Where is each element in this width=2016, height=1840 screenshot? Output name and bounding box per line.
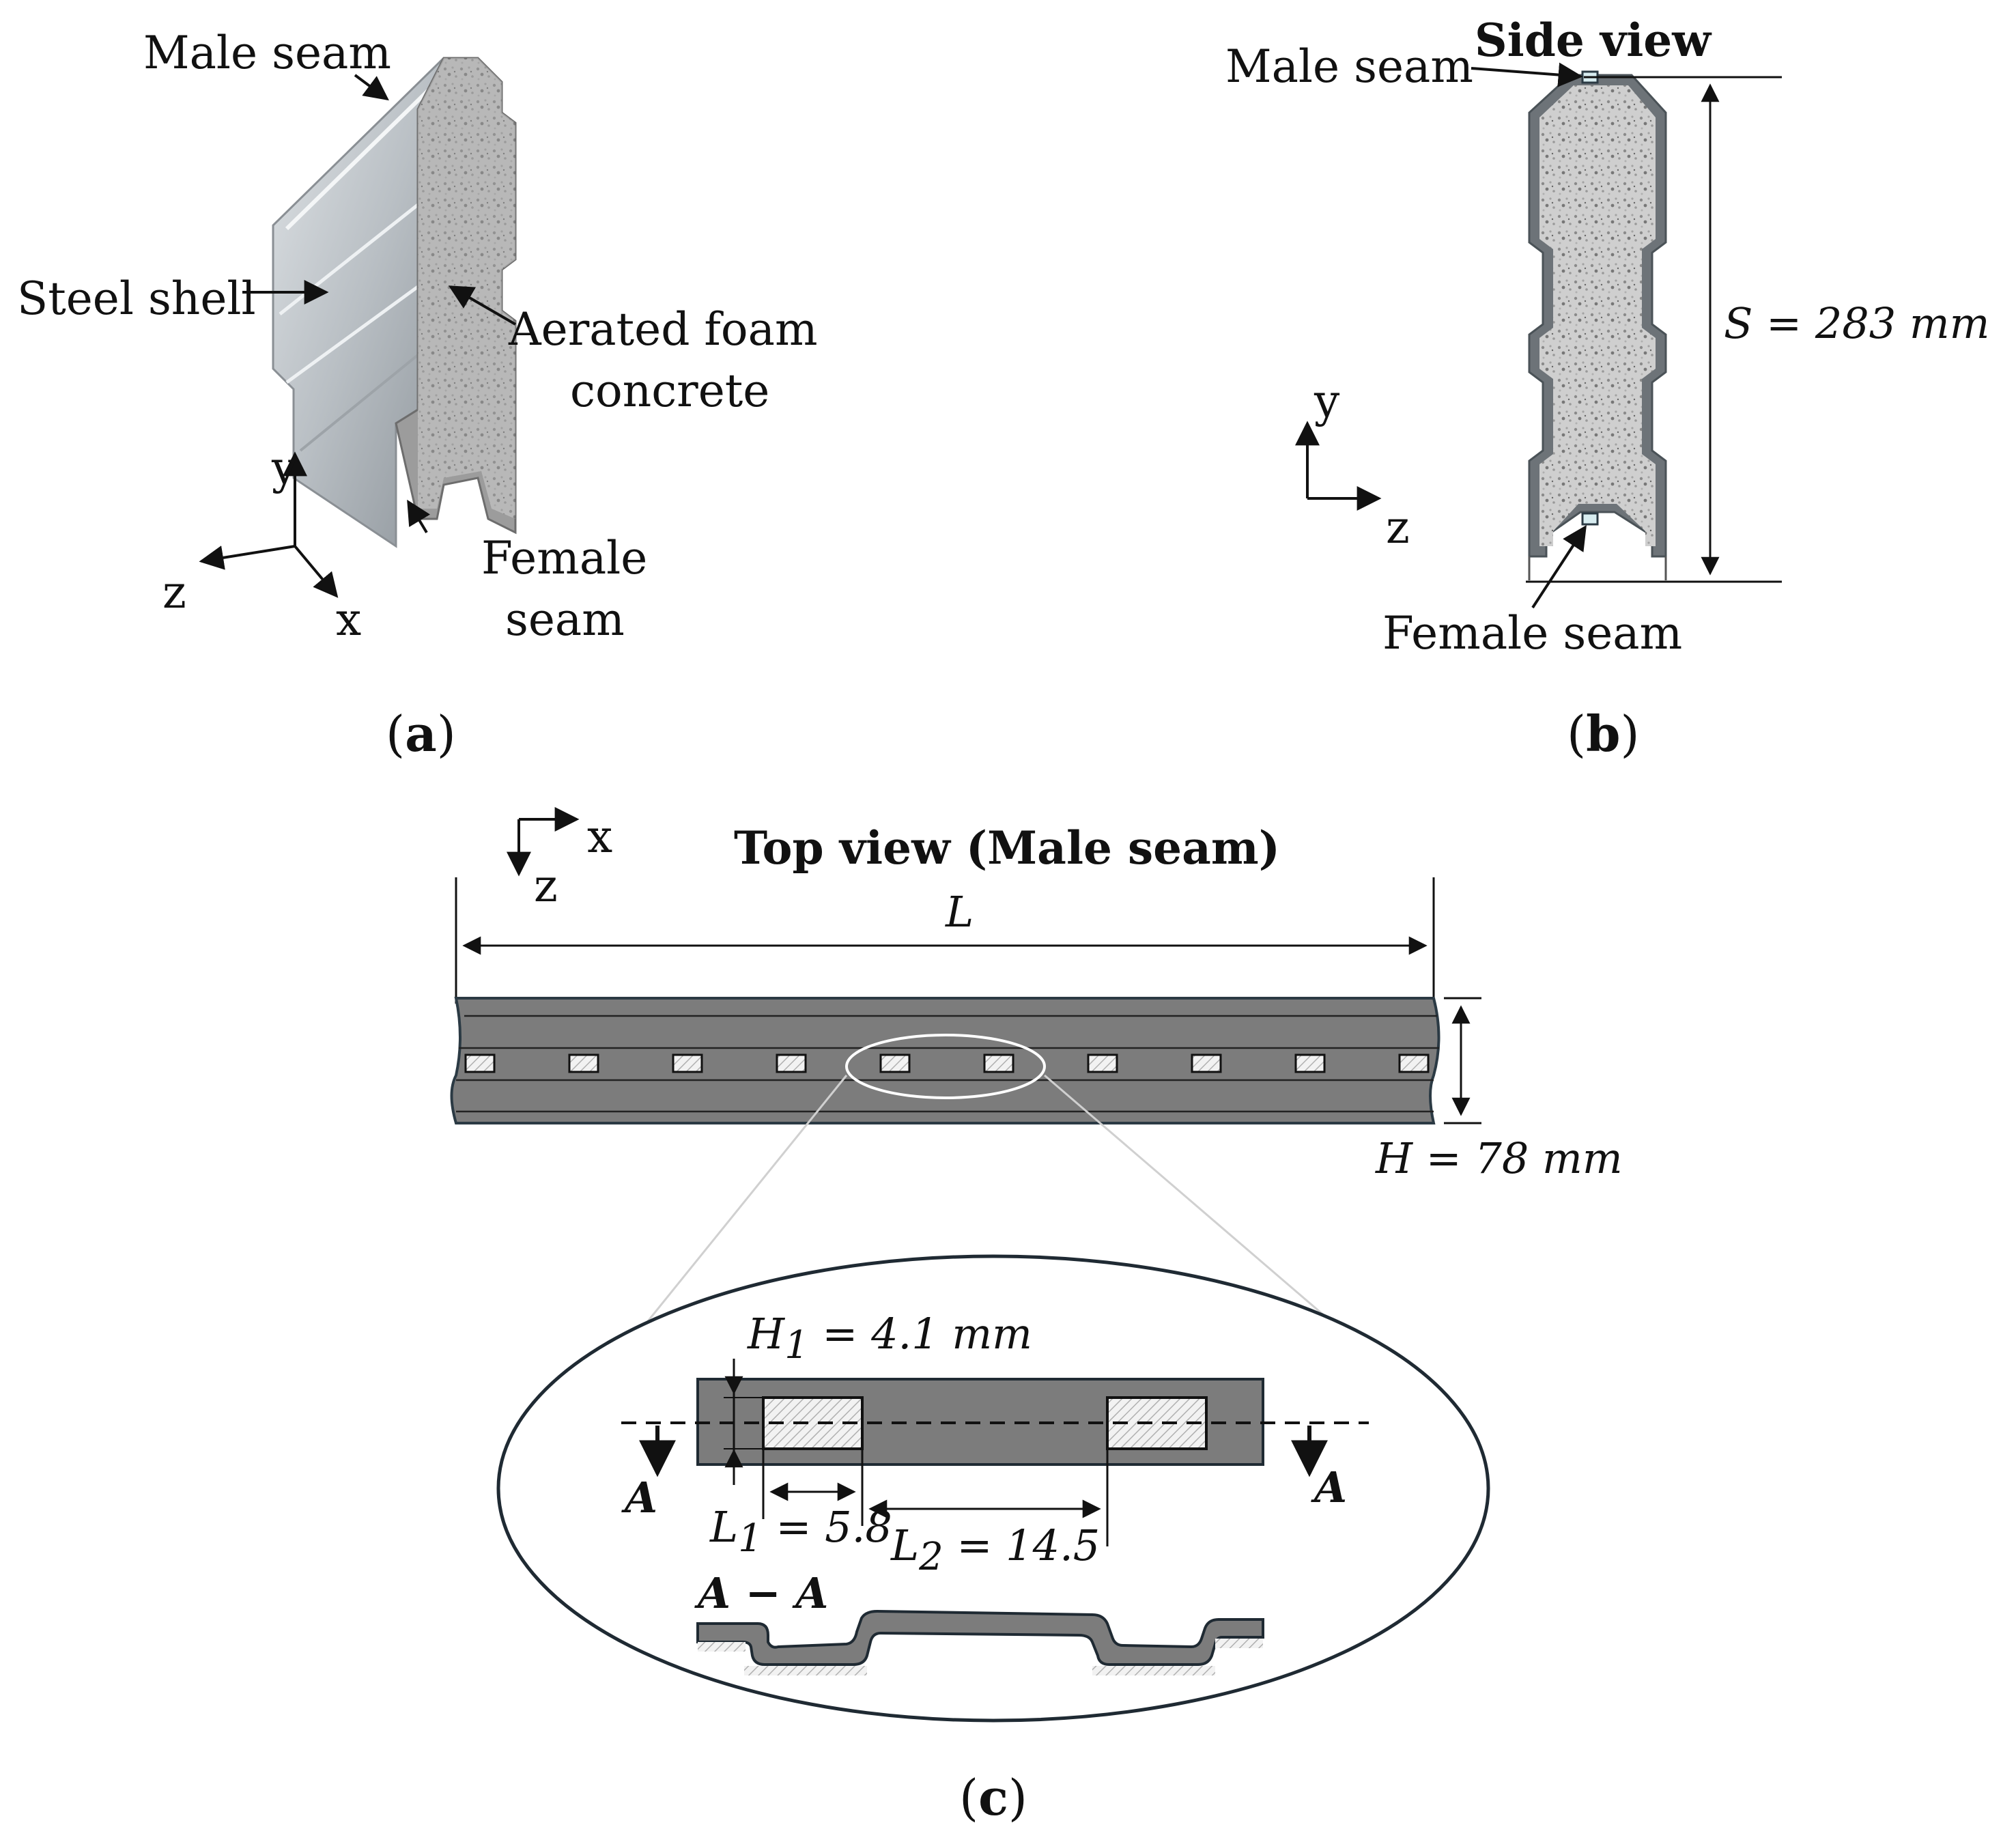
slot <box>672 1053 703 1073</box>
axis-x-label-c: x <box>587 810 612 863</box>
panel-a: Male seam Steel shell Aerated foam concr… <box>17 27 818 763</box>
seam-slots <box>464 1053 1430 1073</box>
panel-c: x z Top view (Male seam) L <box>450 807 1623 1826</box>
slot <box>464 1053 496 1073</box>
length-label: L <box>945 887 974 937</box>
slot <box>983 1053 1014 1073</box>
axis-y-label: y <box>271 442 298 494</box>
slot <box>1294 1053 1326 1073</box>
axis-x-label: x <box>336 593 361 646</box>
slot <box>879 1053 911 1073</box>
slot <box>1398 1053 1430 1073</box>
panel-b: Side view Male seam Female seam S = 283 … <box>1225 14 1989 763</box>
axes-b: y z <box>1295 375 1410 554</box>
l1-label: L1 = 5.8 <box>709 1502 892 1561</box>
detail-ellipse <box>496 1254 1490 1723</box>
detail-highlight <box>845 1034 1046 1099</box>
section-mark-left: A <box>621 1473 657 1523</box>
axes-c: x z <box>507 807 612 912</box>
section-mark-right: A <box>1311 1462 1347 1512</box>
female-seam-marker <box>1581 512 1599 526</box>
side-male-seam-label: Male seam <box>1225 40 1473 93</box>
label-male-seam: Male seam <box>143 27 391 79</box>
caption-b: (b) <box>1567 705 1640 763</box>
caption-c: (c) <box>959 1768 1027 1826</box>
label-foam-line1: Aerated foam <box>508 303 818 356</box>
male-seam-strip <box>450 997 1440 1124</box>
axis-z-label: z <box>162 566 186 619</box>
section-profile <box>696 1609 1264 1666</box>
axis-z-label-c: z <box>534 860 558 912</box>
axis-y-label-b: y <box>1314 375 1340 427</box>
label-foam-line2: concrete <box>570 365 769 417</box>
height-label: H = 78 mm <box>1375 1133 1623 1183</box>
l2-label: L2 = 14.5 <box>890 1520 1100 1579</box>
slot <box>1191 1053 1222 1073</box>
side-section-foam <box>1539 85 1656 546</box>
side-view-title: Side view <box>1475 14 1712 67</box>
slot <box>1087 1053 1118 1073</box>
caption-a: (a) <box>386 705 456 763</box>
slot <box>568 1053 599 1073</box>
label-female-line2: seam <box>505 593 625 646</box>
dimension-s: S = 283 mm <box>1724 298 1989 348</box>
side-female-seam-label: Female seam <box>1382 607 1682 660</box>
axes-a: y z x <box>162 442 361 646</box>
h1-label: H1 = 4.1 mm <box>747 1309 1032 1368</box>
slot <box>776 1053 807 1073</box>
section-title: A − A <box>694 1568 828 1618</box>
axis-z-label-b: z <box>1386 501 1410 554</box>
top-view-title: Top view (Male seam) <box>734 821 1280 875</box>
label-female-line1: Female <box>481 532 647 584</box>
label-steel-shell: Steel shell <box>17 272 256 325</box>
